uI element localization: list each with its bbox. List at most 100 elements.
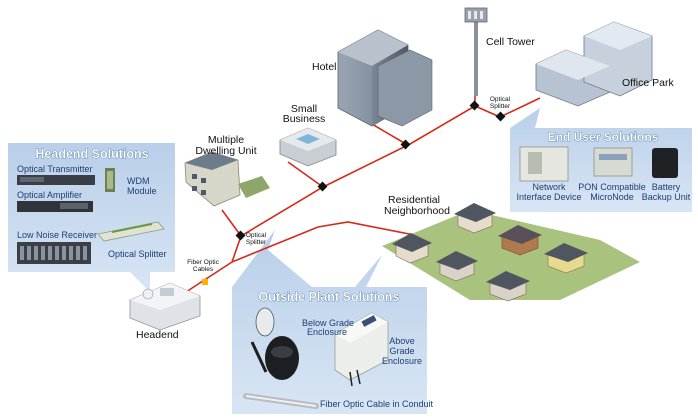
hotel-label: Hotel: [312, 61, 337, 73]
satellite-dish: [142, 288, 154, 300]
receiver-slot: [27, 246, 31, 260]
battery-label-line1: Battery: [652, 182, 681, 192]
office-park-buildings: [535, 21, 653, 107]
receiver-slots: [20, 246, 87, 260]
place-labels: Headend Multiple Dwelling Unit Small Bus…: [136, 36, 674, 341]
office-park-label: Office Park: [622, 77, 674, 89]
fiber-cables-label-line2: Cables: [193, 266, 214, 273]
office-roof: [584, 22, 652, 50]
transmitter-panel: [20, 177, 44, 182]
office-roof-left: [536, 50, 610, 80]
above-grade-label-line2: Grade: [389, 346, 414, 356]
receiver-slot: [69, 246, 73, 260]
wdm-label-line1: WDM: [127, 176, 150, 186]
splitter-green-strip: [111, 223, 153, 233]
mdu-window: [201, 190, 206, 195]
residential-label-line1: Residential: [388, 194, 440, 206]
house-roof: [436, 251, 478, 270]
receiver-slot: [48, 246, 52, 260]
outside-plant-panel-title: Outside Plant Solutions: [259, 290, 400, 304]
nid-label-line1: Network: [532, 182, 566, 192]
house-roof: [454, 203, 496, 222]
headend-label: Headend: [136, 329, 179, 341]
headend-solutions-panel: Headend Solutions Optical Transmitter Op…: [8, 143, 175, 292]
residential-neighborhood: [382, 203, 640, 302]
neighborhood-lawn: [382, 210, 640, 300]
receiver-slot: [41, 246, 45, 260]
splitter-top-label-line1: Optical: [490, 96, 511, 103]
above-grade-label-line1: Above: [389, 336, 415, 346]
nid-inner: [528, 152, 542, 174]
fiber-trunk-line: [185, 105, 476, 293]
small-business-skylight: [296, 134, 320, 144]
below-grade-top: [271, 346, 293, 358]
below-grade-label-line1: Below Grade: [302, 318, 354, 328]
pon-label-line1: PON Compatible: [578, 182, 646, 192]
below-grade-dome: [255, 307, 275, 337]
conduit-label: Fiber Optic Cable in Conduit: [320, 399, 434, 409]
network-interface-device: [519, 146, 569, 182]
splitter-mid-label-line1: Optical: [246, 232, 267, 239]
mdu-label-line1: Multiple: [208, 134, 244, 146]
amplifier-panel: [60, 203, 88, 209]
receiver-slot: [83, 246, 87, 260]
above-grade-cable: [349, 371, 353, 387]
receiver-slot: [20, 246, 24, 260]
splitter-node: [317, 181, 328, 192]
end-user-solutions-panel: End User Solutions Network Interface Dev…: [510, 108, 692, 212]
splitter-top-label-line2: Splitter: [490, 103, 511, 110]
splitter-node: [400, 139, 411, 150]
cell-tower-label: Cell Tower: [486, 36, 535, 48]
optical-transmitter-device: [17, 175, 95, 185]
fiber-to-mdu: [221, 209, 242, 237]
splitter-mid-label-line2: Splitter: [246, 239, 267, 246]
small-business-label-line2: Business: [283, 113, 326, 125]
below-grade-clamp: [250, 341, 268, 373]
mdu-lawn: [238, 176, 270, 198]
above-grade-label-line3: Enclosure: [382, 356, 422, 366]
fiber-cables-label-line1: Fiber Optic: [187, 259, 220, 266]
receiver-slot: [34, 246, 38, 260]
mdu-window: [201, 178, 206, 183]
nid-label-line2: Interface Device: [516, 192, 581, 202]
battery-label-line2: Backup Unit: [642, 192, 691, 202]
wdm-module-face: [107, 171, 113, 189]
pon-micronode-device: [593, 147, 633, 177]
receiver-slot: [55, 246, 59, 260]
hotel-wing: [377, 49, 433, 127]
headend-roof: [130, 283, 200, 310]
fiber-to-small-business: [287, 161, 324, 188]
below-grade-label-line2: Enclosure: [307, 327, 347, 337]
headend-building: [129, 282, 201, 331]
headend-panel-title: Headend Solutions: [35, 147, 148, 161]
outside-plant-solutions-panel: Outside Plant Solutions Below Grade Encl…: [232, 230, 434, 414]
headend-roof-unit: [160, 288, 174, 296]
low-noise-receiver-label: Low Noise Receiver: [17, 230, 97, 240]
optical-amplifier-device: [17, 201, 93, 212]
house-roof: [392, 233, 432, 252]
splitter-node: [495, 111, 506, 122]
conduit-highlight: [245, 395, 317, 407]
cell-tower: [464, 7, 488, 96]
fiber-to-office-branch: [474, 105, 501, 118]
wdm-label-line2: Module: [127, 186, 157, 196]
house-roof: [486, 271, 530, 290]
mdu-window: [192, 186, 197, 191]
battery-backup-device: [652, 148, 678, 178]
optical-splitter-label: Optical Splitter: [108, 249, 167, 259]
antenna-panel: [468, 11, 471, 19]
receiver-slot: [62, 246, 66, 260]
small-business-label-line1: Small: [291, 103, 317, 115]
optical-transmitter-label: Optical Transmitter: [17, 164, 93, 174]
hotel-building: [337, 29, 433, 127]
hotel-roof: [338, 30, 408, 66]
network-labels: Optical Splitter Optical Splitter Fiber …: [187, 96, 511, 273]
above-grade-brand-plate: [361, 315, 377, 327]
antenna-panel: [480, 11, 483, 19]
small-business-building: [279, 127, 337, 167]
above-grade-cable: [356, 369, 361, 385]
mdu-roof: [185, 152, 238, 170]
mdu-label-line2: Dwelling Unit: [195, 145, 256, 157]
splitter-node: [235, 230, 246, 241]
